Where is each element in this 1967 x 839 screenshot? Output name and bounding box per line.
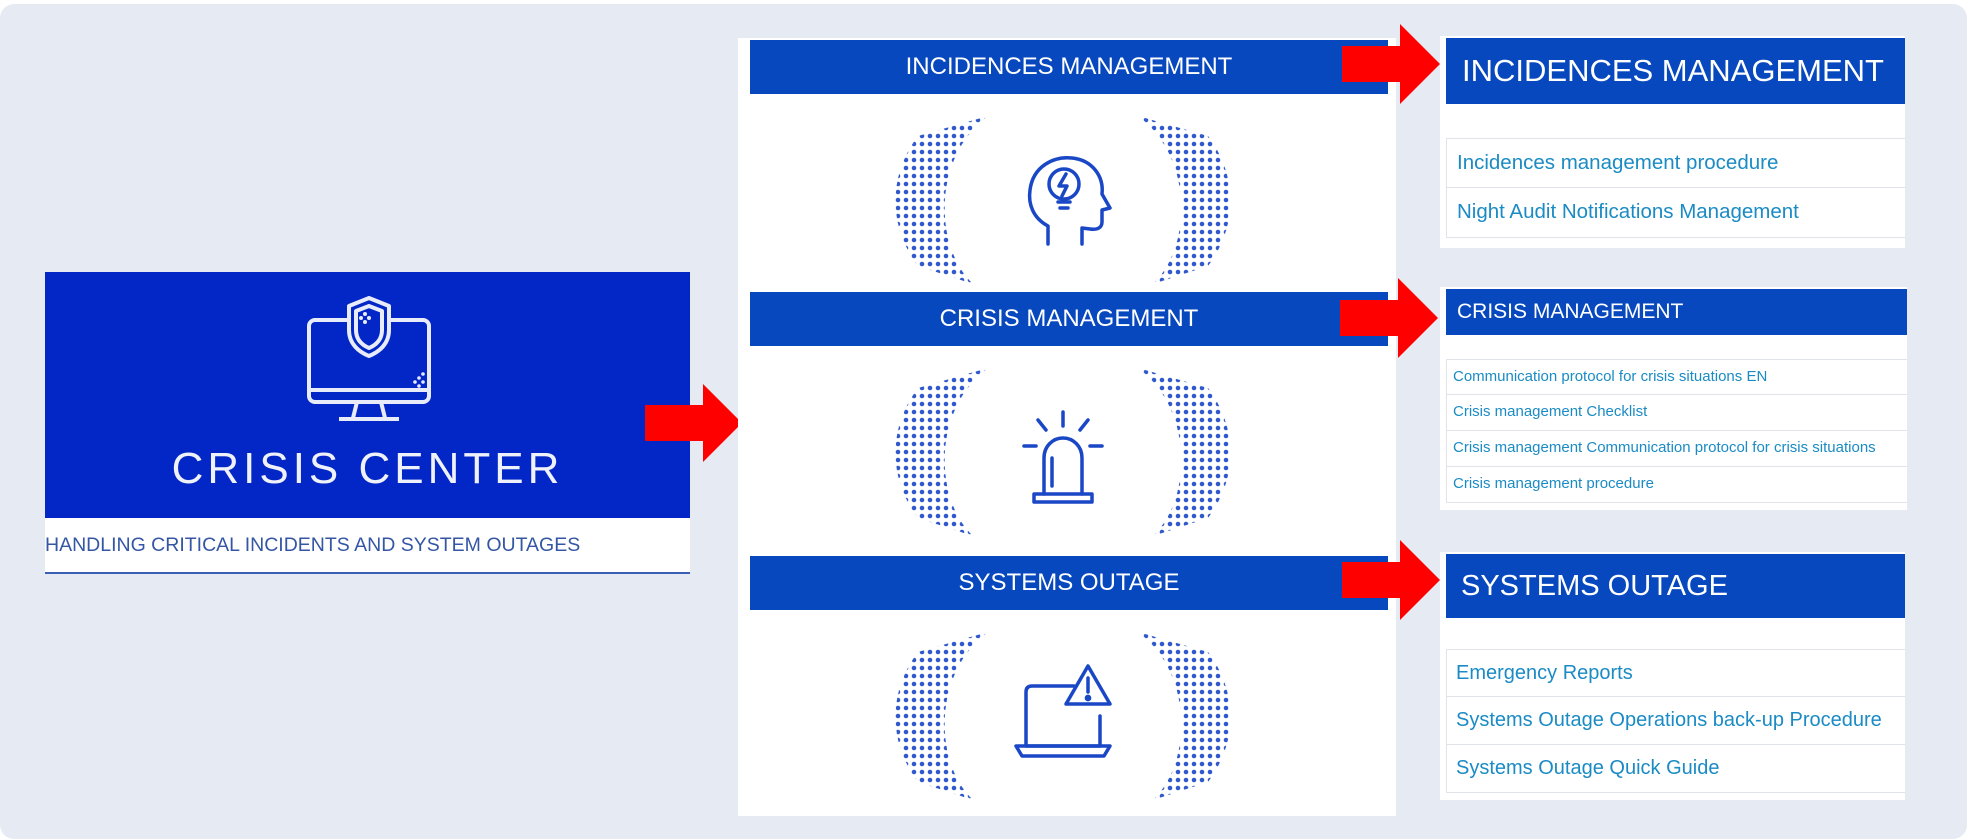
panel-incidences: INCIDENCES MANAGEMENT Incidences managem… [1440,36,1905,248]
link-item[interactable]: Communication protocol for crisis situat… [1446,359,1907,395]
link-item[interactable]: Crisis management Checklist [1446,395,1907,431]
arrow-right-icon [1340,278,1438,358]
arrow-right-icon [1342,540,1440,620]
link-list-systems-outage: Emergency Reports Systems Outage Operati… [1446,649,1905,793]
section-bar-systems-outage[interactable]: SYSTEMS OUTAGE [750,556,1388,610]
section-bar-incidences[interactable]: INCIDENCES MANAGEMENT [750,40,1388,94]
link-item[interactable]: Emergency Reports [1446,649,1905,697]
link-item[interactable]: Incidences management procedure [1446,138,1905,188]
link-item[interactable]: Crisis management procedure [1446,467,1907,503]
panel-systems-outage: SYSTEMS OUTAGE Emergency Reports Systems… [1440,552,1905,800]
panel-crisis: CRISIS MANAGEMENT Communication protocol… [1440,287,1907,510]
head-lightbulb-icon [1027,156,1112,246]
monitor-shield-icon [307,296,431,421]
link-item[interactable]: Systems Outage Quick Guide [1446,745,1905,793]
link-list-crisis: Communication protocol for crisis situat… [1446,359,1907,503]
crisis-center-banner: CRISIS CENTER [45,272,690,518]
laptop-warning-icon [1014,664,1112,758]
link-item[interactable]: Crisis management Communication protocol… [1446,431,1907,467]
crisis-center-subtitle: HANDLING CRITICAL INCIDENTS AND SYSTEM O… [45,534,581,556]
link-list-incidences: Incidences management procedure Night Au… [1446,138,1905,238]
siren-icon [1022,410,1104,504]
panel-title-systems-outage: SYSTEMS OUTAGE [1446,554,1905,618]
section-bar-crisis[interactable]: CRISIS MANAGEMENT [750,292,1388,346]
section-image-incidences [895,116,1231,284]
link-item[interactable]: Night Audit Notifications Management [1446,188,1905,238]
crisis-center-tile[interactable]: CRISIS CENTER HANDLING CRITICAL INCIDENT… [45,272,690,576]
panel-title-crisis: CRISIS MANAGEMENT [1446,289,1907,335]
link-item[interactable]: Systems Outage Operations back-up Proced… [1446,697,1905,745]
panel-title-incidences: INCIDENCES MANAGEMENT [1446,38,1905,104]
arrow-right-icon [1342,24,1440,104]
sections-column: INCIDENCES MANAGEMENT CRISIS MANAGEMENT [738,38,1396,816]
arrow-right-icon [645,384,742,462]
crisis-center-title: CRISIS CENTER [171,444,564,493]
crisis-center-subtitle-bar: HANDLING CRITICAL INCIDENTS AND SYSTEM O… [45,518,690,574]
section-image-systems-outage [895,632,1231,800]
section-image-crisis [895,368,1231,536]
